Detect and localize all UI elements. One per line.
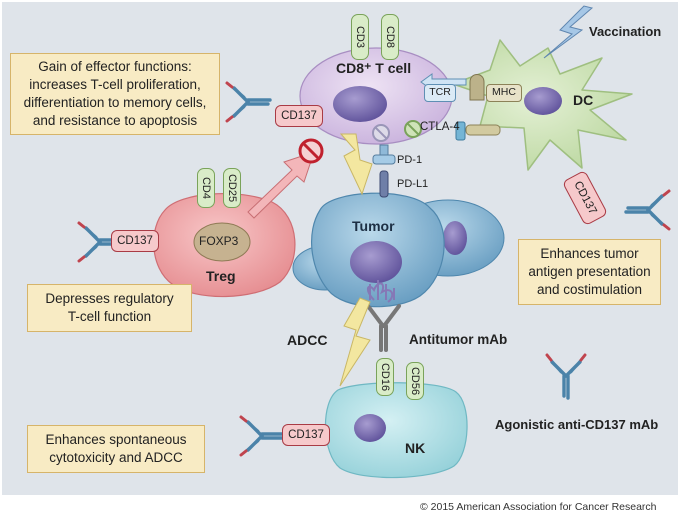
cd8-label: CD8 <box>384 25 396 49</box>
mhc-molecule <box>469 74 485 101</box>
cd137-receptor-nk: CD137 <box>282 424 330 446</box>
pdl1-ligand <box>379 170 389 198</box>
tumor-nucleus <box>350 241 402 283</box>
note-line: Gain of effector functions: <box>38 59 192 74</box>
cd137-receptor-treg: CD137 <box>111 230 159 252</box>
nk-cell-body <box>324 382 468 479</box>
antibody-icon <box>239 415 286 457</box>
treg-label: Treg <box>206 268 236 284</box>
foxp3-label: FOXP3 <box>199 234 239 248</box>
cd8-nucleus <box>333 86 387 122</box>
prohibition-icon <box>298 138 324 164</box>
prohibition-icon <box>372 124 390 142</box>
note-line: antigen presentation <box>528 264 651 279</box>
prohibition-icon <box>404 120 422 138</box>
pd1-receptor-cap <box>372 154 396 165</box>
note-line: increases T-cell proliferation, <box>29 77 201 92</box>
nk-note: Enhances spontaneous cytotoxicity and AD… <box>27 425 205 473</box>
cd56-label: CD56 <box>409 366 421 396</box>
cd4-label: CD4 <box>200 176 212 200</box>
antitumor-antibody-icon <box>366 304 401 352</box>
mhc-label-pill: MHC <box>486 84 522 102</box>
treg-nucleus <box>193 222 251 262</box>
tumor-label: Tumor <box>352 218 395 234</box>
cd16-label: CD16 <box>379 362 391 392</box>
ctla4-label: CTLA-4 <box>420 121 460 133</box>
ctla4-receptor <box>455 121 466 141</box>
nk-label: NK <box>405 440 426 456</box>
treg-to-cd8-arrow <box>247 151 315 219</box>
note-line: and resistance to apoptosis <box>32 113 198 128</box>
note-line: T-cell function <box>67 309 152 324</box>
cd3-label: CD3 <box>354 25 366 49</box>
note-line: Enhances tumor <box>540 246 639 261</box>
copyright-notice: © 2015 American Association for Cancer R… <box>420 501 657 513</box>
cd80-ligand <box>465 124 501 136</box>
dc-label: DC <box>573 92 594 108</box>
agonistic-mab-label: Agonistic anti-CD137 mAb <box>495 417 659 432</box>
note-line: and costimulation <box>536 282 643 297</box>
effector-functions-note: Gain of effector functions: increases T-… <box>10 53 220 135</box>
cd137-receptor-cd8: CD137 <box>275 105 323 127</box>
vaccination-label: Vaccination <box>589 24 662 39</box>
lightning-bolt-icon <box>543 5 594 59</box>
adcc-label: ADCC <box>287 332 328 348</box>
pd1-receptor <box>379 144 389 156</box>
dc-note: Enhances tumor antigen presentation and … <box>518 239 661 305</box>
treg-note: Depresses regulatory T-cell function <box>27 284 192 332</box>
cd56-marker: CD56 <box>406 362 424 400</box>
antibody-icon <box>624 189 671 231</box>
cd8-marker: CD8 <box>381 14 399 60</box>
note-line: differentiation to memory cells, <box>23 95 207 110</box>
cd4-marker: CD4 <box>197 168 215 208</box>
antitumor-mab-label: Antitumor mAb <box>409 332 508 347</box>
pd1-label: PD-1 <box>397 154 423 166</box>
cd25-label: CD25 <box>226 173 238 203</box>
tumor-nucleus-right <box>443 221 467 255</box>
note-line: Enhances spontaneous <box>45 432 187 447</box>
dc-nucleus <box>524 87 562 115</box>
antibody-icon <box>225 81 272 123</box>
note-line: Depresses regulatory <box>45 291 174 306</box>
nk-nucleus <box>354 414 386 442</box>
tumor-antigen <box>367 280 395 303</box>
antibody-icon <box>545 353 587 400</box>
lightning-bolt-icon <box>339 297 371 387</box>
cd3-marker: CD3 <box>351 14 369 60</box>
lightning-bolt-icon <box>339 133 373 196</box>
cd8-t-cell-label: CD8⁺ T cell <box>336 60 412 76</box>
tcr-receptor: TCR <box>424 84 456 102</box>
pdl1-label: PD-L1 <box>397 178 429 190</box>
cd16-marker: CD16 <box>376 358 394 396</box>
cd25-marker: CD25 <box>223 168 241 208</box>
note-line: cytotoxicity and ADCC <box>49 450 183 465</box>
